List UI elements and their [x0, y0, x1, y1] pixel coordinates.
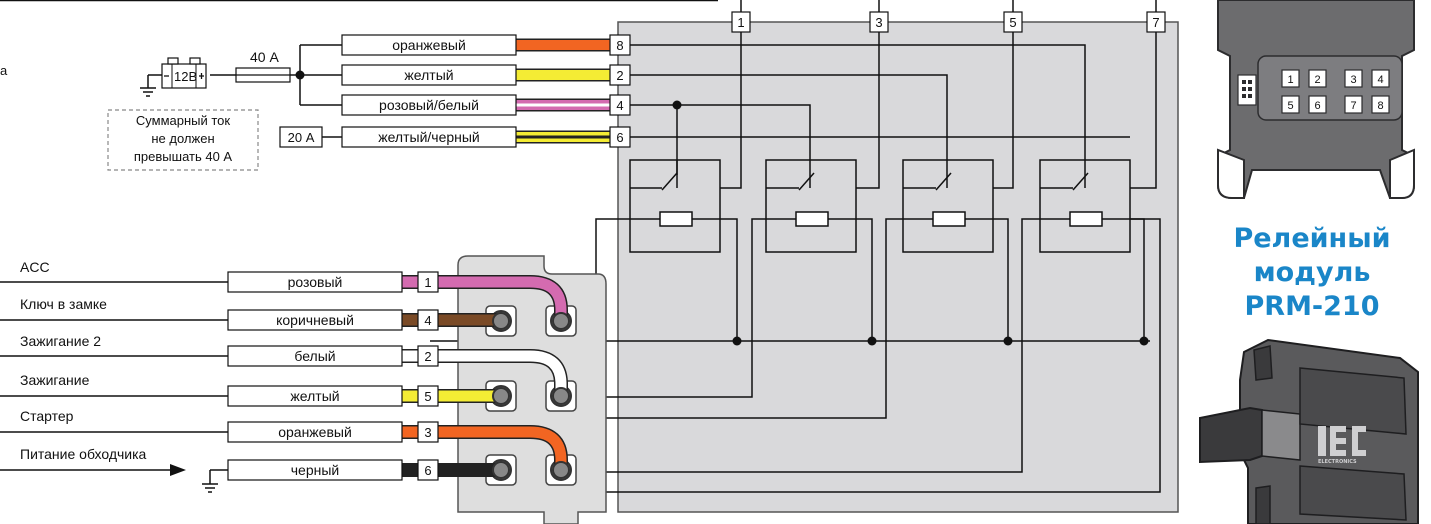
signal-pin-5: 5	[424, 389, 431, 404]
battery-icon: 12В	[161, 57, 207, 89]
signal-pin-3: 3	[424, 425, 431, 440]
power-wire-label-orange: оранжевый	[392, 37, 466, 53]
note-line2: не должен	[151, 131, 214, 146]
module-pin-2: 2	[1314, 74, 1320, 86]
fuse-small-label: 20 А	[288, 130, 315, 145]
signal-pin-6: 6	[424, 463, 431, 478]
relay-module-image-top: 1 2 3 4 5 6 7 8	[1217, 0, 1415, 199]
relay-module-image-bottom: ELECTRONICS	[1199, 338, 1419, 524]
power-wire-label-pink-white: розовый/белый	[379, 97, 479, 113]
signal-function-ign: Зажигание	[20, 372, 90, 388]
signal-function-bypass: Питание обходчика	[20, 446, 147, 462]
fuse-main-label: 40 А	[250, 49, 279, 65]
signal-function-acc: ACC	[20, 259, 50, 275]
module-title-line2: модуль	[1254, 257, 1371, 288]
power-wire-label-yellow: желтый	[404, 67, 453, 83]
signal-pin-2: 2	[424, 349, 431, 364]
module-pin-8: 8	[1377, 100, 1383, 112]
cropped-text: а	[0, 63, 8, 78]
note-line1: Суммарный ток	[136, 113, 231, 128]
power-pin-2: 2	[616, 68, 623, 83]
signal-function-starter: Стартер	[20, 408, 74, 424]
module-pin-3: 3	[1350, 74, 1356, 86]
signal-wires: ACC Ключ в замке Зажигание 2 Зажигание С…	[0, 259, 439, 493]
signal-pin-1: 1	[424, 275, 431, 290]
signal-pin-4: 4	[424, 313, 431, 328]
signal-function-ign2: Зажигание 2	[20, 333, 101, 349]
power-section: 40 А 12В Суммарный ток не должен превыша…	[0, 34, 631, 171]
power-pin-4: 4	[616, 98, 623, 113]
wire-label-pink: розовый	[288, 274, 343, 290]
relay-block	[617, 21, 1179, 513]
module-title-line1: Релейный	[1233, 223, 1390, 254]
module-title-line3: PRM-210	[1244, 291, 1379, 322]
battery-label: 12В	[174, 69, 197, 84]
wire-label-orange: оранжевый	[278, 424, 352, 440]
module-pin-7: 7	[1350, 100, 1356, 112]
top-pin-5: 5	[1009, 15, 1016, 30]
power-wire-label-yellow-black: желтый/черный	[378, 129, 480, 145]
power-pin-6: 6	[616, 130, 623, 145]
relays	[629, 159, 1131, 253]
module-pin-4: 4	[1377, 74, 1383, 86]
module-logo-text: ELECTRONICS	[1318, 459, 1357, 465]
note-line3: превышать 40 А	[134, 149, 233, 164]
module-pin-1: 1	[1287, 74, 1293, 86]
power-pin-8: 8	[616, 38, 623, 53]
top-pin-3: 3	[875, 15, 882, 30]
signal-function-key: Ключ в замке	[20, 296, 107, 312]
wire-label-black: черный	[291, 462, 339, 478]
wire-label-yellow: желтый	[290, 388, 339, 404]
top-pin-1: 1	[737, 15, 744, 30]
wire-label-white: белый	[294, 348, 335, 364]
module-pin-5: 5	[1287, 100, 1293, 112]
top-pin-7: 7	[1152, 15, 1159, 30]
module-pin-6: 6	[1314, 100, 1320, 112]
wire-label-brown: коричневый	[276, 312, 354, 328]
